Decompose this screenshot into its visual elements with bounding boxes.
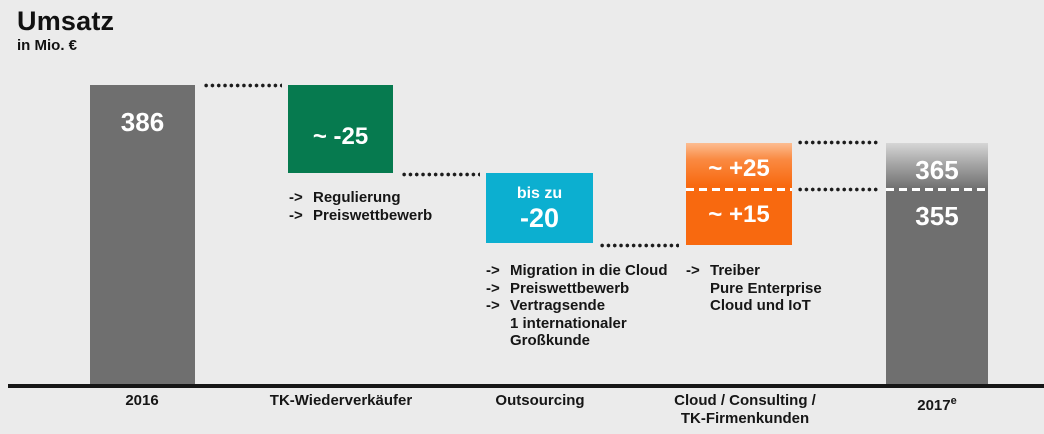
axis-label-cloud-line2: TK-Firmenkunden [680, 410, 810, 427]
annotation-line: -> Vertragsende [486, 297, 668, 315]
bar-tk-wiederverkaeufer-decrease: ~ -25 [288, 85, 393, 173]
arrow-glyph [486, 332, 510, 350]
axis-label-outsourcing: Outsourcing [495, 392, 585, 409]
annotation-cloud-consulting: -> Treiber Pure Enterprise Cloud und IoT [686, 262, 822, 315]
segment-divider-dashed-line [886, 188, 988, 191]
bar-2017e-lower-value: 355 [915, 201, 959, 231]
annotation-line: -> Migration in die Cloud [486, 262, 668, 280]
arrow-glyph [686, 280, 710, 298]
connector-dotted-line-2016-to-tk [203, 83, 282, 88]
connector-dotted-line-cloud-to-2017-lower [797, 187, 880, 192]
chart-title: Umsatz [17, 6, 115, 36]
arrow-glyph: -> [289, 206, 303, 224]
annotation-text: Pure Enterprise [710, 279, 822, 297]
axis-label-tk-wiederverkaeufer: TK-Wiederverkäufer [269, 392, 413, 409]
annotation-text: Großkunde [510, 332, 591, 349]
bar-2016-value: 386 [120, 107, 165, 137]
axis-label-2017-superscript: e [950, 395, 957, 407]
bar-2017e-upper-value: 365 [915, 155, 959, 185]
annotation-line: Pure Enterprise [686, 280, 822, 298]
bar-cloud-segment-lower-value: ~ +15 [708, 201, 770, 228]
x-axis-baseline [8, 384, 1044, 388]
arrow-glyph: -> [486, 297, 500, 314]
annotation-line: Großkunde [486, 332, 668, 350]
bar-outsourcing-value: -20 [519, 203, 560, 233]
annotation-tk-wiederverkaeufer: -> Regulierung -> Preiswettbewerb [289, 189, 432, 224]
annotation-line: -> Regulierung [289, 189, 432, 207]
annotation-text: Migration in die Cloud [510, 262, 668, 279]
arrow-glyph: -> [486, 262, 500, 279]
bar-outsourcing-prefix: bis zu [516, 185, 563, 202]
annotation-line: -> Preiswettbewerb [486, 280, 668, 298]
arrow-glyph: -> [289, 189, 303, 206]
arrow-glyph [686, 297, 710, 315]
axis-label-cloud-consulting: Cloud / Consulting / TK-Firmenkunden [635, 392, 855, 428]
chart-unit-label: in Mio. € [17, 37, 77, 54]
annotation-line: -> Treiber [686, 262, 822, 280]
annotation-outsourcing: -> Migration in die Cloud -> Preiswettbe… [486, 262, 668, 350]
bar-outsourcing-decrease: bis zu -20 [486, 173, 593, 243]
connector-dotted-line-outsourcing-to-cloud [599, 243, 679, 248]
annotation-text: Preiswettbewerb [313, 206, 433, 224]
annotation-text: Cloud und IoT [710, 297, 811, 314]
bar-2016-total: 386 [90, 85, 195, 385]
axis-label-2017-text: 2017 [917, 397, 951, 414]
connector-dotted-line-tk-to-outsourcing [401, 172, 480, 177]
axis-label-2016: 2016 [125, 392, 159, 409]
annotation-line: -> Preiswettbewerb [289, 207, 432, 225]
arrow-glyph: -> [486, 279, 500, 297]
arrow-glyph: -> [686, 262, 700, 279]
segment-divider-dashed-line [686, 188, 792, 191]
arrow-glyph [486, 315, 510, 333]
bar-2017e-total: 365 355 [886, 143, 988, 385]
annotation-text: Treiber [710, 262, 761, 279]
bar-tk-value: ~ -25 [312, 123, 369, 150]
annotation-text: Vertragsende [510, 297, 606, 314]
bar-cloud-segment-upper-value: ~ +25 [708, 155, 770, 182]
bar-cloud-consulting-increase: ~ +25 ~ +15 [686, 143, 792, 245]
annotation-text: 1 internationaler [510, 314, 627, 332]
annotation-text: Preiswettbewerb [510, 279, 630, 297]
annotation-text: Regulierung [313, 189, 401, 206]
annotation-line: Cloud und IoT [686, 297, 822, 315]
axis-label-2017e: 2017e [827, 392, 1044, 415]
connector-dotted-line-cloud-to-2017-upper [797, 140, 880, 145]
axis-label-cloud-line1: Cloud / Consulting / [674, 392, 816, 409]
annotation-line: 1 internationaler [486, 315, 668, 333]
